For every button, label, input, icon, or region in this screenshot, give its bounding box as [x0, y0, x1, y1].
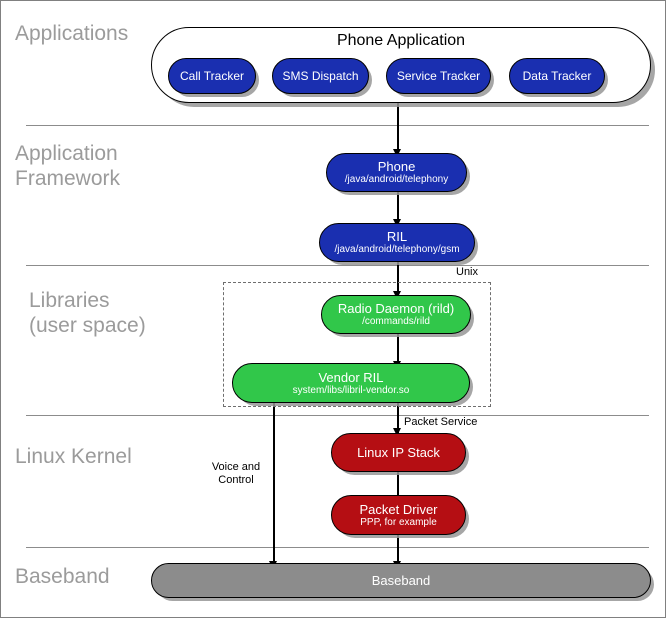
connector-phone-to-ril	[397, 191, 399, 223]
node-packet-driver[interactable]: Packet Driver PPP, for example	[331, 495, 466, 535]
node-vendor-ril-subtitle: system/libs/libril-vendor.so	[292, 384, 410, 396]
divider-application-framework	[26, 265, 649, 266]
connector-vendor-ril-to-baseband	[273, 399, 275, 567]
node-phone-title: Phone	[377, 159, 416, 174]
app-node-service-tracker[interactable]: Service Tracker	[386, 58, 491, 94]
node-phone[interactable]: Phone /java/android/telephony	[326, 153, 467, 192]
node-radio-daemon-title: Radio Daemon (rild)	[337, 301, 455, 316]
node-baseband-title: Baseband	[371, 573, 431, 588]
node-vendor-ril[interactable]: Vendor RIL system/libs/libril-vendor.so	[232, 363, 470, 403]
node-ril-subtitle: /java/android/telephony/gsm	[334, 244, 460, 255]
layer-label-libraries: Libraries (user space)	[29, 289, 146, 337]
app-node-sms-dispatch[interactable]: SMS Dispatch	[272, 58, 369, 94]
divider-libraries	[26, 415, 649, 416]
node-ril[interactable]: RIL /java/android/telephony/gsm	[319, 223, 475, 262]
app-node-call-tracker-label: Call Tracker	[179, 68, 244, 83]
unix-group-label: Unix	[456, 266, 479, 278]
app-node-data-tracker-label: Data Tracker	[522, 68, 592, 83]
app-node-service-tracker-label: Service Tracker	[396, 68, 481, 83]
app-node-data-tracker[interactable]: Data Tracker	[509, 58, 605, 94]
connector-packet-driver-to-baseband	[397, 534, 399, 567]
node-baseband[interactable]: Baseband	[151, 563, 651, 598]
divider-linux-kernel	[26, 547, 649, 548]
connector-ril-to-radio-daemon	[397, 259, 399, 295]
node-linux-ip-stack[interactable]: Linux IP Stack	[331, 433, 466, 472]
layer-label-application-framework: Application Framework	[15, 142, 121, 190]
unix-group-box	[223, 282, 491, 407]
node-linux-ip-stack-title: Linux IP Stack	[357, 445, 440, 460]
node-phone-subtitle: /java/android/telephony	[344, 174, 449, 185]
node-vendor-ril-title: Vendor RIL	[318, 369, 384, 385]
connector-phoneapp-to-phone	[397, 103, 399, 153]
node-ril-title: RIL	[386, 229, 408, 244]
connector-radio-daemon-to-vendor-ril	[397, 333, 399, 367]
arrowhead-linux-ip-stack	[393, 428, 401, 436]
node-packet-driver-title: Packet Driver	[359, 501, 438, 517]
edge-label-voice-and-control: Voice and Control	[211, 461, 261, 486]
layer-label-linux-kernel: Linux Kernel	[15, 445, 132, 468]
layer-label-baseband: Baseband	[15, 565, 110, 588]
connector-vendor-ril-to-ip-stack	[397, 399, 399, 435]
app-node-call-tracker[interactable]: Call Tracker	[168, 58, 256, 94]
node-packet-driver-subtitle: PPP, for example	[360, 516, 437, 528]
node-radio-daemon-subtitle: /commands/rild	[362, 316, 430, 327]
connector-ip-stack-to-packet-driver	[397, 472, 399, 504]
node-radio-daemon[interactable]: Radio Daemon (rild) /commands/rild	[321, 295, 471, 334]
divider-applications	[26, 125, 649, 126]
edge-label-packet-service: Packet Service	[404, 416, 478, 428]
phone-application-title: Phone Application	[336, 32, 466, 49]
app-node-sms-dispatch-label: SMS Dispatch	[282, 68, 359, 83]
layer-label-applications: Applications	[15, 22, 129, 45]
